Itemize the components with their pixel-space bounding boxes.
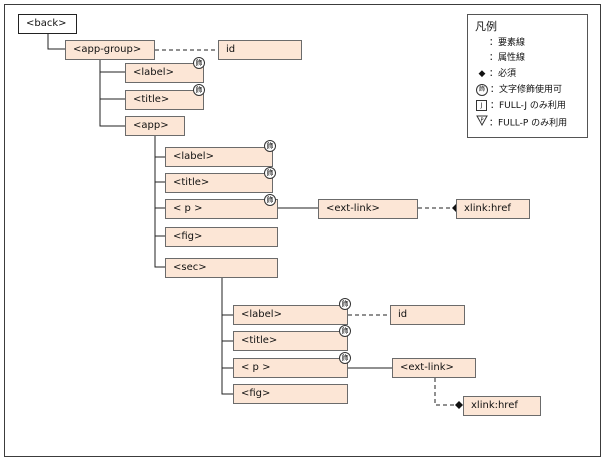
legend-text: ：FULL-J のみ利用 <box>490 101 566 111</box>
node-app-label: <label> <box>165 147 273 167</box>
legend-decoration: 飾：文字修飾使用可 <box>475 83 562 97</box>
node-app-title: <title> <box>165 173 273 193</box>
node-app-fig: <fig> <box>165 227 278 247</box>
legend-text: ：属性線 <box>489 53 526 63</box>
edge-app-children <box>154 136 165 268</box>
decoration-badge-icon: 飾 <box>339 352 351 364</box>
node-label: <label> <box>125 63 204 83</box>
node-sec-ext-link: <ext-link> <box>392 358 476 378</box>
diamond-icon: ◆ <box>478 69 486 79</box>
node-app-group: <app-group> <box>65 40 155 60</box>
decoration-badge-icon: 飾 <box>339 298 351 310</box>
node-app: <app> <box>125 116 185 136</box>
legend-text: ：必須 <box>489 69 517 79</box>
legend-full-p: P ：FULL-P のみ利用 <box>475 115 567 129</box>
required-diamond-xlink2 <box>455 401 463 409</box>
svg-text:P: P <box>480 118 483 124</box>
attr-ext-link2-xlink <box>434 378 458 406</box>
decoration-badge-icon: 飾 <box>264 167 276 179</box>
node-id-attr: id <box>218 40 302 60</box>
node-app-p: < p > <box>165 199 278 219</box>
node-ext-link: <ext-link> <box>318 199 418 219</box>
legend-text: ：FULL-P のみ利用 <box>489 118 568 129</box>
node-title: <title> <box>125 90 204 110</box>
legend-full-j: J：FULL-J のみ利用 <box>475 99 566 113</box>
node-sec-xlink-href: xlink:href <box>463 396 541 416</box>
decoration-badge-icon: 飾 <box>264 140 276 152</box>
edge-back-app-group <box>47 33 65 50</box>
edge-app-group-children <box>99 59 125 127</box>
legend-box: 凡例 ：要素線 ：属性線 ◆：必須 飾：文字修飾使用可 J：FULL-J のみ利… <box>467 14 588 138</box>
decoration-badge-icon: 飾 <box>339 325 351 337</box>
node-sec-title: <title> <box>233 331 348 351</box>
decoration-badge-icon: 飾 <box>476 83 488 96</box>
full-j-icon: J <box>476 100 487 111</box>
legend-text: ：文字修飾使用可 <box>490 85 563 95</box>
full-p-icon: P <box>476 115 488 131</box>
legend-text: ：要素線 <box>489 38 526 48</box>
node-sec-fig: <fig> <box>233 384 348 404</box>
legend-title: 凡例 <box>475 20 497 33</box>
decoration-badge-icon: 飾 <box>193 57 205 69</box>
node-sec: <sec> <box>165 258 278 278</box>
node-sec-id-attr: id <box>390 305 465 325</box>
decoration-badge-icon: 飾 <box>193 84 205 96</box>
node-sec-label: <label> <box>233 305 348 325</box>
node-back: <back> <box>18 14 77 34</box>
legend-element-line: ：要素線 <box>475 36 525 50</box>
legend-required: ◆：必須 <box>475 67 516 81</box>
decoration-badge-icon: 飾 <box>264 194 276 206</box>
node-xlink-href: xlink:href <box>456 199 530 219</box>
legend-attribute-line: ：属性線 <box>475 51 525 65</box>
node-sec-p: < p > <box>233 358 348 378</box>
edge-sec-children <box>221 277 233 395</box>
